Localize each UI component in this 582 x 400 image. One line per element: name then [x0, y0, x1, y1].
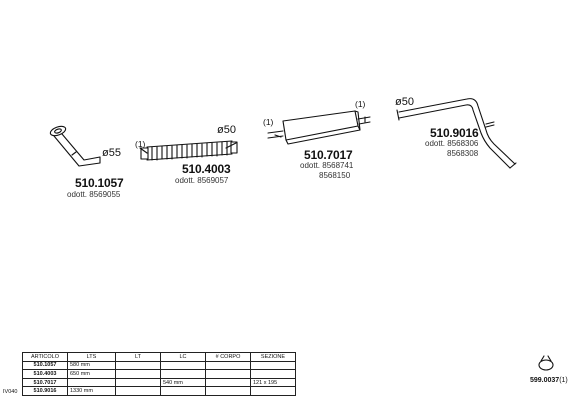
part-ref-silencer: odott. 8568741: [300, 161, 354, 170]
part-code-front-pipe[interactable]: 510.1057: [75, 176, 124, 190]
table-cell: [115, 377, 161, 388]
accessory-note: (1): [559, 377, 568, 384]
part-ref-tail-pipe-2: 8568308: [447, 149, 479, 158]
part-ref-flex-hose: odott. 8569057: [175, 176, 229, 185]
part-ref-tail-pipe: odott. 8568306: [425, 139, 479, 148]
table-cell: 510.9016: [22, 386, 68, 396]
spec-table: ARTICOLO LTS LT LC # CORPO SEZIONE 510.1…: [22, 352, 296, 396]
accessory-code[interactable]: 599.0037(1): [530, 377, 568, 384]
table-cell: 580 mm: [67, 360, 116, 371]
col-header: # CORPO: [205, 352, 251, 362]
table-cell: [160, 386, 206, 396]
table-cell: [250, 386, 296, 396]
front-pipe-drawing: [49, 125, 101, 167]
table-cell: 510.1057: [22, 360, 68, 371]
col-header: SEZIONE: [250, 352, 296, 362]
accessory-code-text: 599.0037: [530, 377, 560, 384]
part-code-silencer[interactable]: 510.7017: [304, 148, 353, 162]
table-header-row: ARTICOLO LTS LT LC # CORPO SEZIONE: [22, 352, 296, 362]
table-cell: 540 mm: [160, 377, 206, 388]
col-header: LTS: [67, 352, 116, 362]
col-header: LT: [115, 352, 161, 362]
table-cell: [115, 386, 161, 396]
silencer-drawing: [267, 110, 371, 145]
table-cell: 510.4003: [22, 369, 68, 379]
note-callout-silencer-right: (1): [355, 99, 366, 109]
table-cell: [205, 386, 251, 396]
table-cell: [115, 360, 161, 371]
table-cell: 650 mm: [67, 369, 116, 379]
table-row: 510.7017 540 mm 121 x 195: [22, 377, 296, 388]
table-cell: 121 x 195: [250, 377, 296, 388]
diameter-callout-tail-pipe: ø50: [395, 96, 414, 108]
table-cell: [67, 377, 116, 388]
clamp-drawing: [538, 355, 554, 371]
table-cell: [250, 360, 296, 371]
table-row: 510.1057 580 mm: [22, 360, 296, 371]
col-header: LC: [160, 352, 206, 362]
table-cell: [250, 369, 296, 379]
side-label: IV040: [3, 389, 18, 395]
part-code-flex-hose[interactable]: 510.4003: [182, 162, 231, 176]
table-cell: [205, 369, 251, 379]
part-ref-silencer-2: 8568150: [319, 171, 351, 180]
table-cell: [205, 360, 251, 371]
table-cell: 1330 mm: [67, 386, 116, 396]
part-code-tail-pipe[interactable]: 510.9016: [430, 126, 479, 140]
flex-hose-drawing: [139, 140, 238, 161]
table-cell: [205, 377, 251, 388]
table-row: 510.4003 650 mm: [22, 369, 296, 379]
table-row: 510.9016 1330 mm: [22, 386, 296, 396]
table-cell: [160, 369, 206, 379]
table-cell: [115, 369, 161, 379]
note-callout-flex-hose: (1): [135, 139, 146, 149]
table-cell: 510.7017: [22, 377, 68, 388]
tail-pipe-drawing: [396, 98, 517, 169]
part-ref-front-pipe: odott. 8569055: [67, 190, 121, 199]
note-callout-silencer-left: (1): [263, 117, 274, 127]
table-cell: [160, 360, 206, 371]
col-header: ARTICOLO: [22, 352, 68, 362]
diameter-callout-front-pipe: ø55: [102, 147, 121, 159]
diameter-callout-flex-hose: ø50: [217, 124, 236, 136]
